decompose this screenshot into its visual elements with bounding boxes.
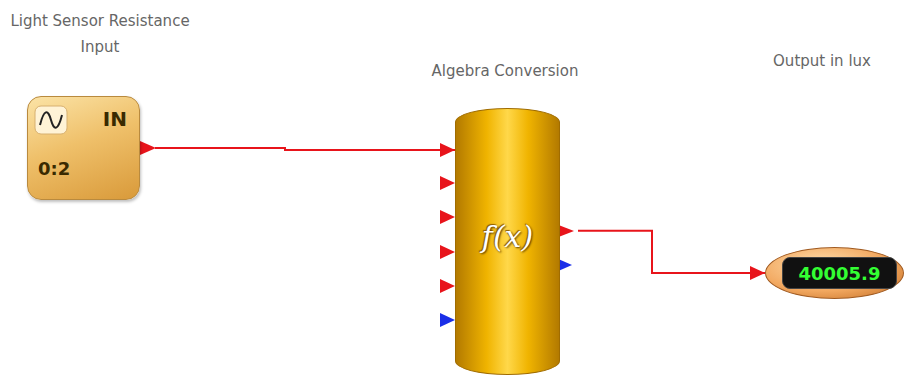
arrow-head xyxy=(750,266,765,280)
block-node: Output in lux 40005.9 xyxy=(730,48,914,308)
input-pin xyxy=(440,210,455,224)
display-block: 40005.9 xyxy=(765,247,904,299)
block-node: Light Sensor Resistance InputIN 0:2 xyxy=(0,8,200,208)
display-value: 40005.9 xyxy=(799,263,881,284)
block-heading: Algebra Conversion xyxy=(420,58,590,84)
wire-line xyxy=(578,231,765,273)
channel-range: 0:2 xyxy=(38,158,70,179)
wire-line xyxy=(155,148,455,150)
block-heading: Light Sensor Resistance Input xyxy=(10,8,190,60)
output-pin xyxy=(140,141,156,155)
input-pin xyxy=(440,245,455,259)
waveform-symbol xyxy=(40,112,62,127)
block-label: IN xyxy=(103,107,127,131)
block-node: Algebra Conversion f(x) xyxy=(420,58,590,378)
block-heading: Output in lux xyxy=(730,48,914,74)
icon-ground xyxy=(35,106,67,134)
waveform-icon xyxy=(34,105,68,135)
function-symbol: f(x) xyxy=(456,219,559,254)
input-pin xyxy=(440,279,455,293)
signal-wire xyxy=(155,143,455,157)
input-pin xyxy=(440,176,455,190)
signal-wire xyxy=(578,231,765,280)
input-block: IN 0:2 xyxy=(27,96,140,200)
arrow-head xyxy=(440,143,455,157)
display-screen: 40005.9 xyxy=(782,257,897,289)
input-pin xyxy=(440,313,455,327)
function-block: f(x) xyxy=(455,108,560,375)
